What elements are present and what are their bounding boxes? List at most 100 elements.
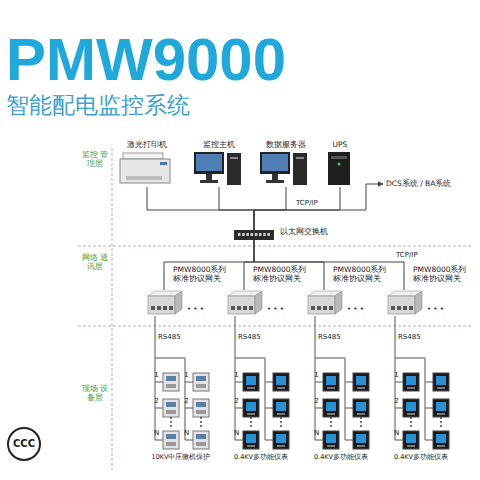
multifunction-meter — [433, 373, 449, 391]
ups-node: UPS — [322, 140, 358, 187]
computer-node: 数据服务器 — [258, 140, 314, 187]
multifunction-meter — [273, 431, 289, 449]
ellipsis: • • • — [187, 305, 204, 313]
rs485-wire — [155, 408, 163, 409]
callout-number: N — [394, 429, 399, 437]
multifunction-meter — [243, 373, 259, 391]
device-label: UPS — [322, 140, 358, 149]
multifunction-meter — [403, 373, 419, 391]
rs485-wire — [345, 382, 353, 383]
device-illustration — [258, 149, 314, 187]
device-label: PMW8000系列 标准协议网关 — [333, 266, 395, 283]
callout-number: 2 — [154, 397, 158, 405]
network-line — [244, 240, 254, 290]
computer-node: 监控主机 — [192, 140, 246, 187]
ellipsis-dot — [360, 421, 362, 423]
multifunction-meter — [273, 399, 289, 417]
system-label: DCS系统 / BA系统 — [384, 178, 453, 190]
device-label: PMW8000系列 标准协议网关 — [173, 266, 235, 283]
gateway-icon — [388, 291, 422, 314]
ellipsis-dot — [410, 417, 412, 419]
ellipsis-dot — [440, 425, 442, 427]
device-label: PMW8000系列 标准协议网关 — [253, 266, 315, 283]
callout-number: N — [314, 429, 319, 437]
ellipsis: • • • — [267, 305, 284, 313]
rs485-wire — [395, 440, 403, 441]
switch-node: 以太网交换机 — [234, 230, 274, 240]
device-illustration — [118, 149, 176, 187]
ellipsis-dot — [250, 425, 252, 427]
ellipsis-dot — [330, 425, 332, 427]
protection-relay — [193, 373, 209, 391]
gateway-node: PMW8000系列 标准协议网关 — [385, 290, 423, 316]
protection-relay — [193, 399, 209, 417]
ellipsis-dot — [280, 417, 282, 419]
ellipsis-dot — [200, 417, 202, 419]
device-label: 以太网交换机 — [280, 228, 328, 237]
rs485-wire — [265, 382, 273, 383]
layer-separators — [78, 148, 472, 470]
callout-number: N — [184, 429, 189, 437]
network-line — [254, 187, 340, 230]
ellipsis-dot — [250, 417, 252, 419]
rs485-wire — [425, 408, 433, 409]
protection-relay — [193, 431, 209, 449]
rs485-wire — [425, 358, 426, 440]
device-illustration — [305, 290, 343, 316]
rs485-wire — [425, 440, 433, 441]
rs485-wire — [155, 382, 163, 383]
callout-number: 1 — [184, 371, 188, 379]
system-label-node: DCS系统 / BA系统 — [384, 178, 453, 190]
callout-number: 1 — [314, 371, 318, 379]
device-illustration — [192, 149, 246, 187]
multifunction-meter — [353, 399, 369, 417]
rs485-wire — [185, 408, 193, 409]
ellipsis: • • • — [347, 305, 364, 313]
bus-label: RS485 — [398, 333, 421, 341]
bus-label: RS485 — [158, 333, 181, 341]
rs485-wire — [425, 382, 433, 383]
rs485-wire — [315, 358, 345, 359]
ellipsis-dot — [200, 425, 202, 427]
gateway-icon — [308, 291, 342, 314]
layer-label: 监控 管理层 — [80, 150, 110, 168]
device-label: PMW8000系列 标准协议网关 — [413, 266, 475, 283]
protection-relay — [163, 399, 179, 417]
rs485-wire — [235, 408, 243, 409]
ellipsis-dot — [360, 425, 362, 427]
multifunction-meter — [243, 431, 259, 449]
ellipsis-dot — [170, 425, 172, 427]
rs485-wire — [185, 382, 193, 383]
layer-label: 网络 通讯层 — [80, 253, 110, 271]
device-illustration — [225, 290, 263, 316]
subtitle: 智能配电监控系统 — [6, 92, 190, 118]
rs485-wire — [345, 440, 353, 441]
protection-relay — [163, 373, 179, 391]
ccc-logo-ring — [8, 428, 40, 460]
rs485-wire — [265, 408, 273, 409]
multifunction-meter — [403, 399, 419, 417]
network-line — [254, 187, 286, 230]
gateway-node: PMW8000系列 标准协议网关 — [225, 290, 263, 316]
printer-icon — [120, 153, 170, 183]
device-label: 监控主机 — [192, 140, 246, 149]
arrow-connector — [254, 184, 383, 230]
gateway-icon — [228, 291, 262, 314]
ellipsis-dot — [440, 421, 442, 423]
ellipsis-dot — [410, 421, 412, 423]
device-illustration — [145, 290, 183, 316]
callout-number: 2 — [234, 397, 238, 405]
dashed-line — [78, 246, 472, 247]
rs485-wire — [235, 382, 243, 383]
rs485-wire — [345, 408, 353, 409]
layer-label: 现场 设备层 — [80, 384, 110, 402]
multifunction-meter — [403, 431, 419, 449]
device-caption: 10KV中压微机保护 — [152, 454, 211, 461]
multifunction-meter — [323, 431, 339, 449]
rs485-wire — [235, 440, 243, 441]
gateway-node: PMW8000系列 标准协议网关 — [305, 290, 343, 316]
rs485-wire — [315, 440, 323, 441]
rs485-wire — [315, 382, 323, 383]
rs485-wire — [395, 358, 425, 359]
